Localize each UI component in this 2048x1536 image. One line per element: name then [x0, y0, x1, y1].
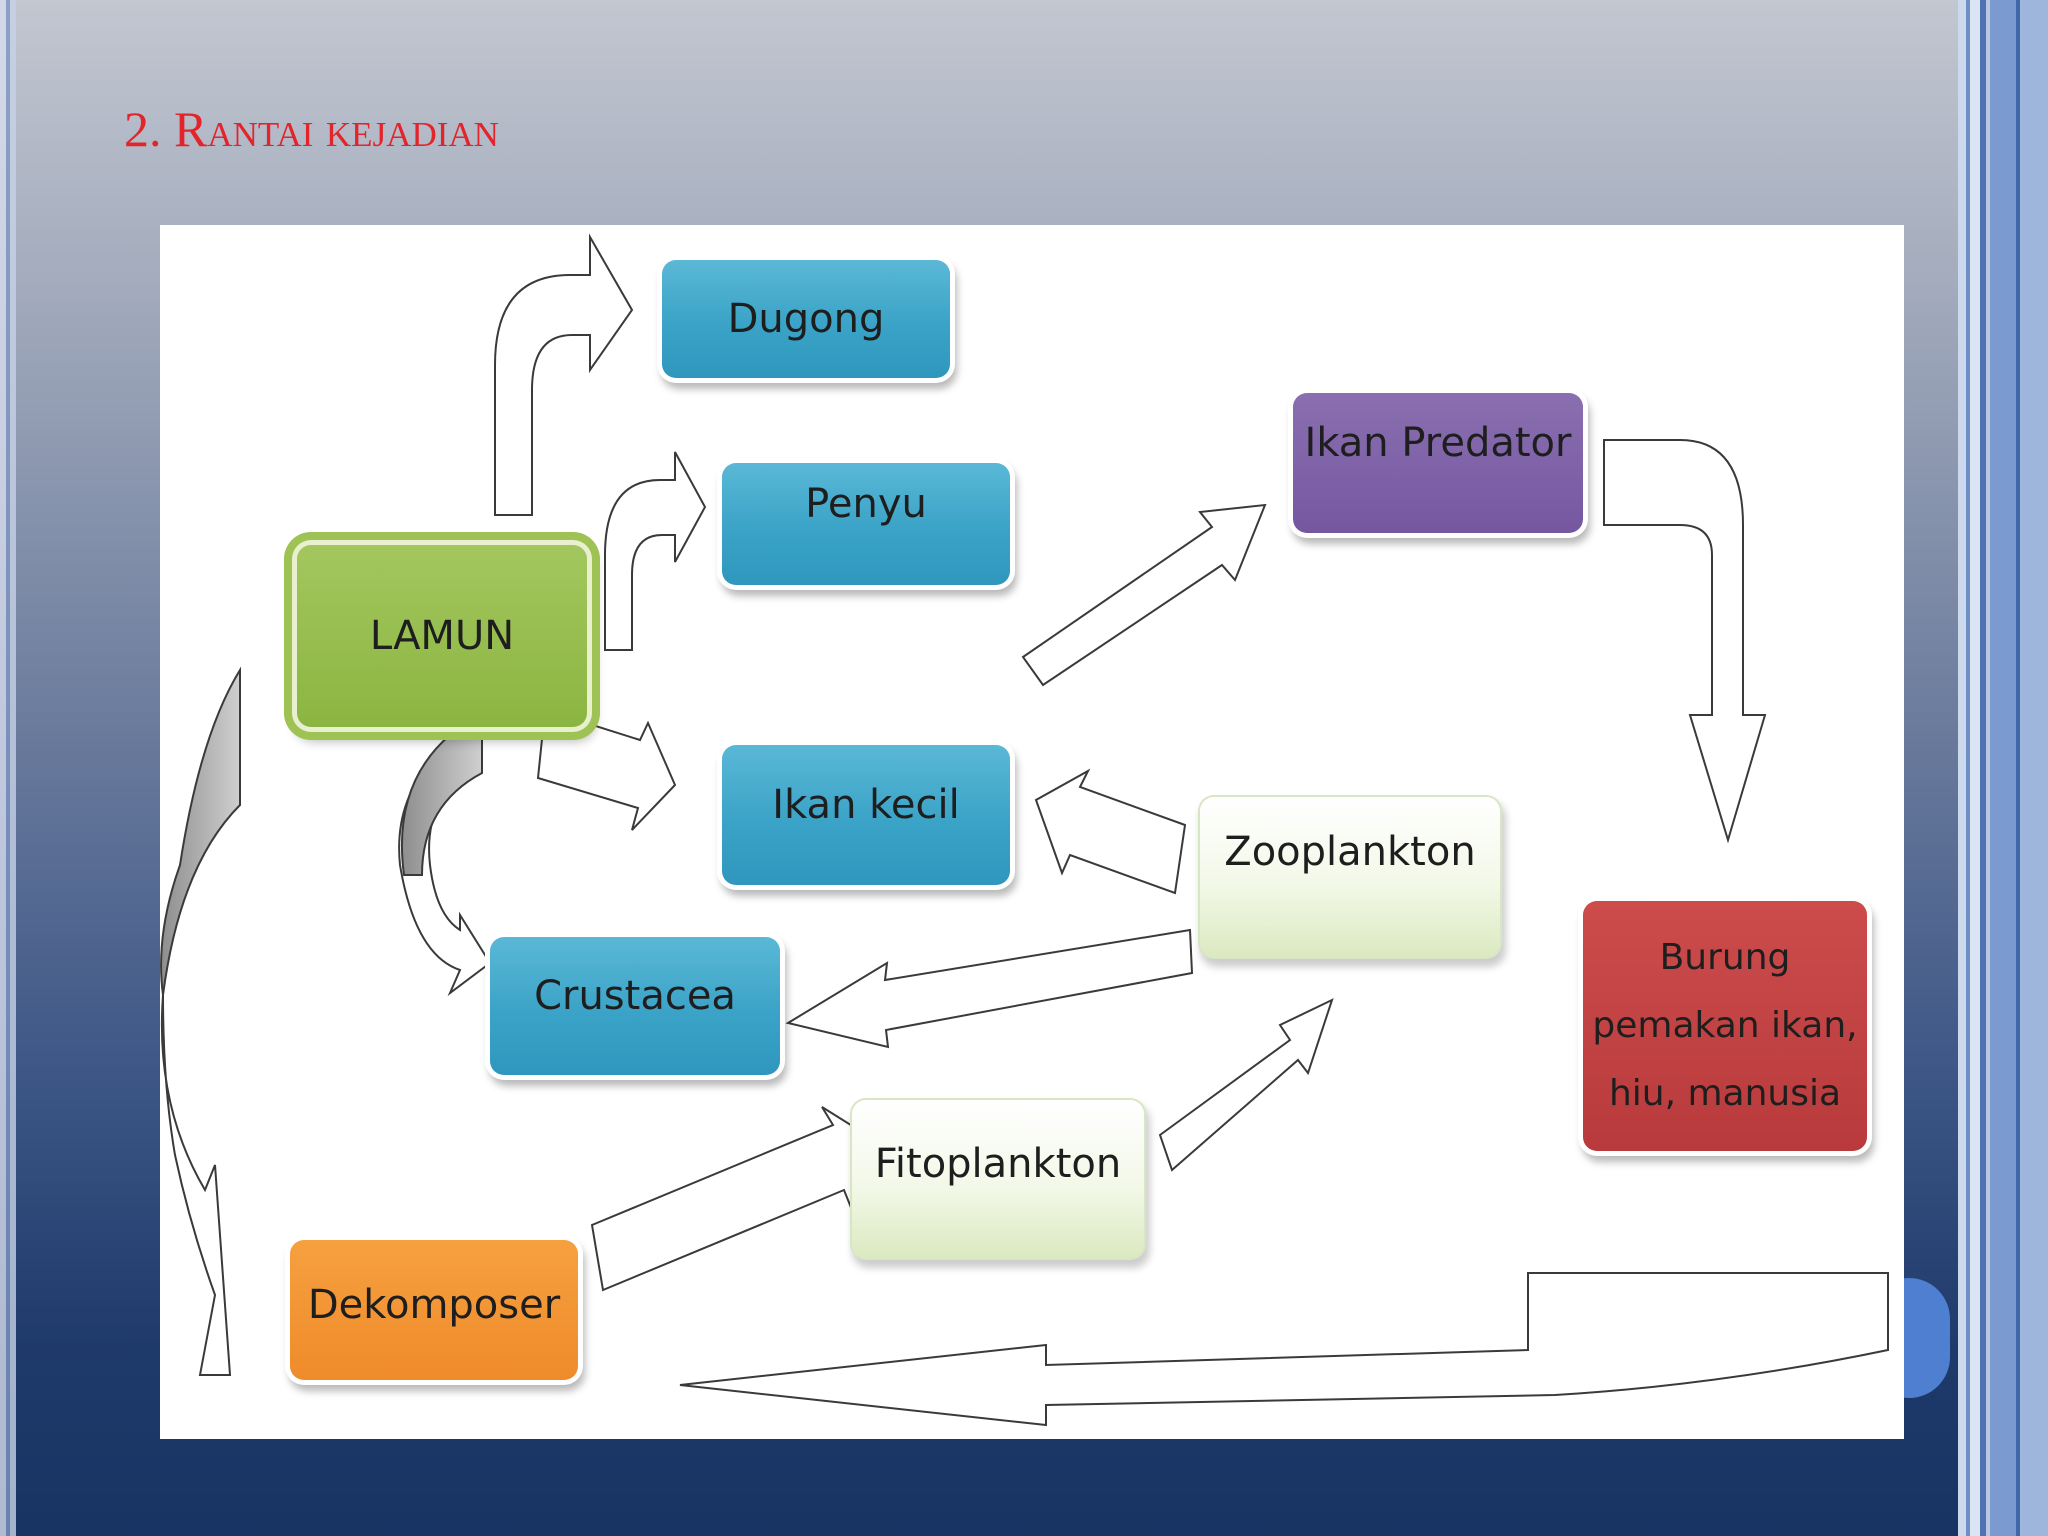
node-burung-label-line1: Burung: [1659, 937, 1791, 978]
gray-arrow-left-loop: [160, 666, 241, 996]
node-ikan-kecil: Ikan kecil: [722, 745, 1010, 885]
node-lamun: LAMUN: [297, 545, 587, 727]
node-lamun-label: LAMUN: [369, 613, 515, 659]
node-zooplankton: Zooplankton: [1200, 797, 1500, 957]
diagram-arrows: [160, 233, 1889, 1427]
slide-title: 2. Rantai kejadian: [124, 101, 499, 157]
left-border-decoration: [0, 0, 20, 1536]
node-ikan-predator-label: Ikan Predator: [1304, 420, 1572, 466]
node-crustacea: Crustacea: [490, 937, 780, 1075]
node-zooplankton-label: Zooplankton: [1224, 829, 1476, 875]
arrow-lamun-dugong: [494, 233, 634, 516]
arrow-zoo-ikan-kecil: [1034, 768, 1187, 895]
node-fitoplankton-label: Fitoplankton: [874, 1141, 1122, 1187]
node-crustacea-label: Crustacea: [534, 973, 736, 1019]
node-burung-label-line3: hiu, manusia: [1608, 1073, 1842, 1114]
right-border-decoration: [1958, 0, 2048, 1536]
node-burung: Burung pemakan ikan, hiu, manusia: [1583, 901, 1867, 1151]
arrow-fito-zoo: [1158, 998, 1334, 1172]
node-dekomposer-label: Dekomposer: [307, 1282, 561, 1328]
node-fitoplankton: Fitoplankton: [852, 1100, 1144, 1258]
node-ikan-predator: Ikan Predator: [1293, 393, 1583, 533]
food-chain-diagram: Dugong Penyu Ikan Predator LAMUN Ikan ke…: [160, 225, 1904, 1439]
gray-arrow-lamun-crustacea: [400, 718, 483, 876]
node-dugong-label: Dugong: [727, 296, 885, 342]
arrow-lamun-ikan-kecil: [536, 708, 677, 831]
arrow-lamun-penyu: [604, 451, 707, 651]
node-ikan-kecil-label: Ikan kecil: [772, 782, 960, 828]
node-dugong: Dugong: [662, 260, 950, 378]
arrow-predator-burung: [1603, 439, 1767, 844]
arrow-zoo-crustacea: [785, 928, 1194, 1049]
node-dekomposer: Dekomposer: [290, 1240, 578, 1380]
node-burung-label-line2: pemakan ikan,: [1592, 1005, 1858, 1046]
arrow-burung-dekomposer: [679, 1272, 1889, 1427]
node-penyu-label: Penyu: [805, 481, 927, 527]
arrow-left-loop-down: [160, 994, 232, 1376]
node-penyu: Penyu: [722, 463, 1010, 585]
